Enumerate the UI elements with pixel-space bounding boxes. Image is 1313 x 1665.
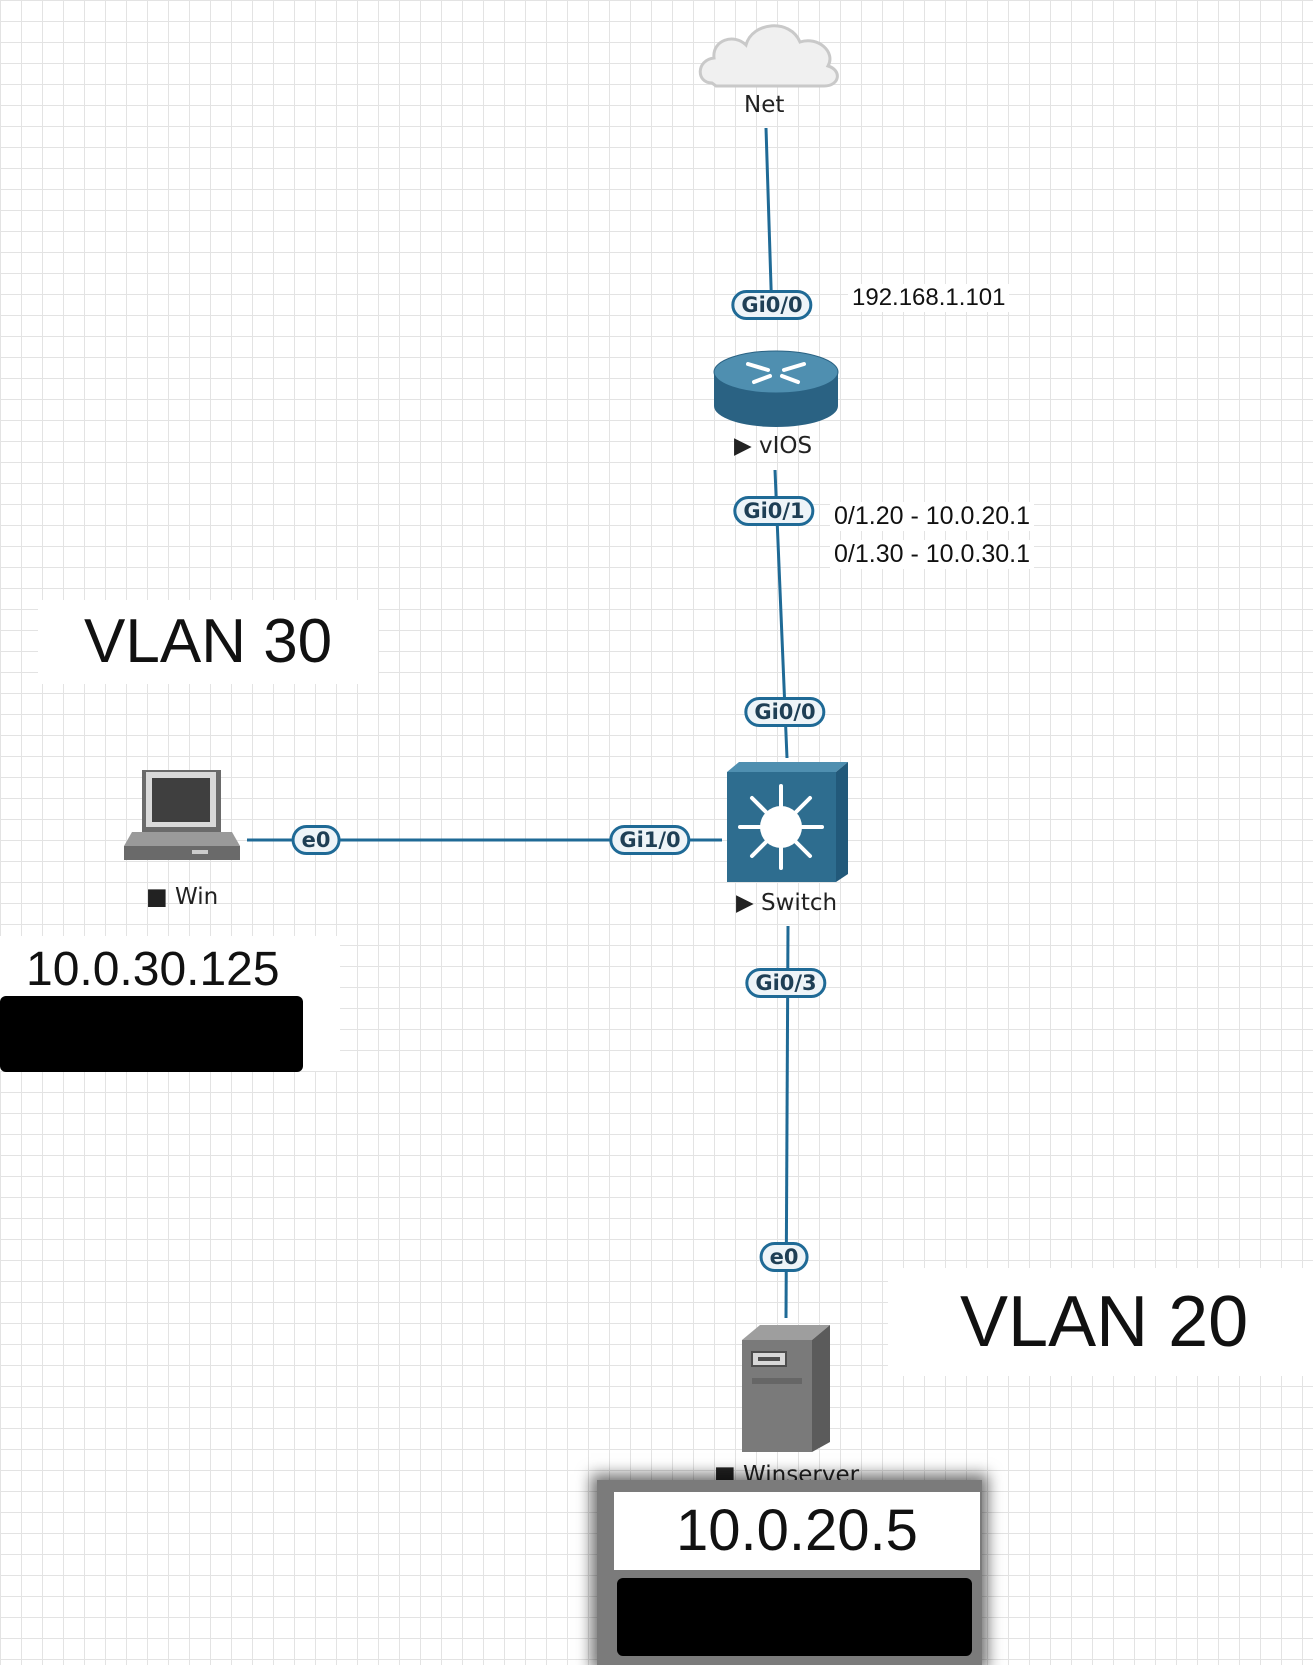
win-ip-box: 10.0.30.125 <box>0 936 340 1072</box>
port-win-e0[interactable]: e0 <box>291 825 341 855</box>
vlan20-label: VLAN 20 <box>888 1268 1313 1376</box>
winserver-ip-frame: 10.0.20.5 <box>597 1480 982 1665</box>
switch-label: ▶ Switch <box>736 890 838 916</box>
cloud-icon[interactable] <box>698 24 839 88</box>
link-net-router[interactable] <box>764 127 774 319</box>
redacted-block <box>0 996 303 1072</box>
play-icon: ▶ <box>734 433 752 459</box>
play-icon: ▶ <box>736 890 754 916</box>
port-router-gi01[interactable]: Gi0/1 <box>733 496 815 526</box>
redacted-block <box>617 1578 972 1656</box>
port-switch-gi03[interactable]: Gi0/3 <box>745 968 827 998</box>
port-switch-gi00[interactable]: Gi0/0 <box>744 697 826 727</box>
port-winserver-e0[interactable]: e0 <box>759 1242 809 1272</box>
router-label: ▶ vIOS <box>734 433 813 459</box>
port-router-gi00[interactable]: Gi0/0 <box>731 290 813 320</box>
net-label: Net <box>744 92 785 118</box>
winserver-ip: 10.0.20.5 <box>614 1492 980 1570</box>
router-icon[interactable] <box>713 350 839 427</box>
stop-icon: ■ <box>146 884 168 910</box>
win-label: ■ Win <box>146 884 219 910</box>
win-ip: 10.0.30.125 <box>26 943 280 996</box>
vlan30-label: VLAN 30 <box>38 600 378 684</box>
subif-30-note: 0/1.30 - 10.0.30.1 <box>830 540 1034 569</box>
port-switch-gi10[interactable]: Gi1/0 <box>609 825 691 855</box>
desktop-pc-icon[interactable] <box>124 770 240 860</box>
wan-ip-note: 192.168.1.101 <box>848 284 1010 312</box>
layer3-switch-icon[interactable] <box>727 762 848 882</box>
subif-20-note: 0/1.20 - 10.0.20.1 <box>830 502 1034 531</box>
server-tower-icon[interactable] <box>742 1325 830 1452</box>
